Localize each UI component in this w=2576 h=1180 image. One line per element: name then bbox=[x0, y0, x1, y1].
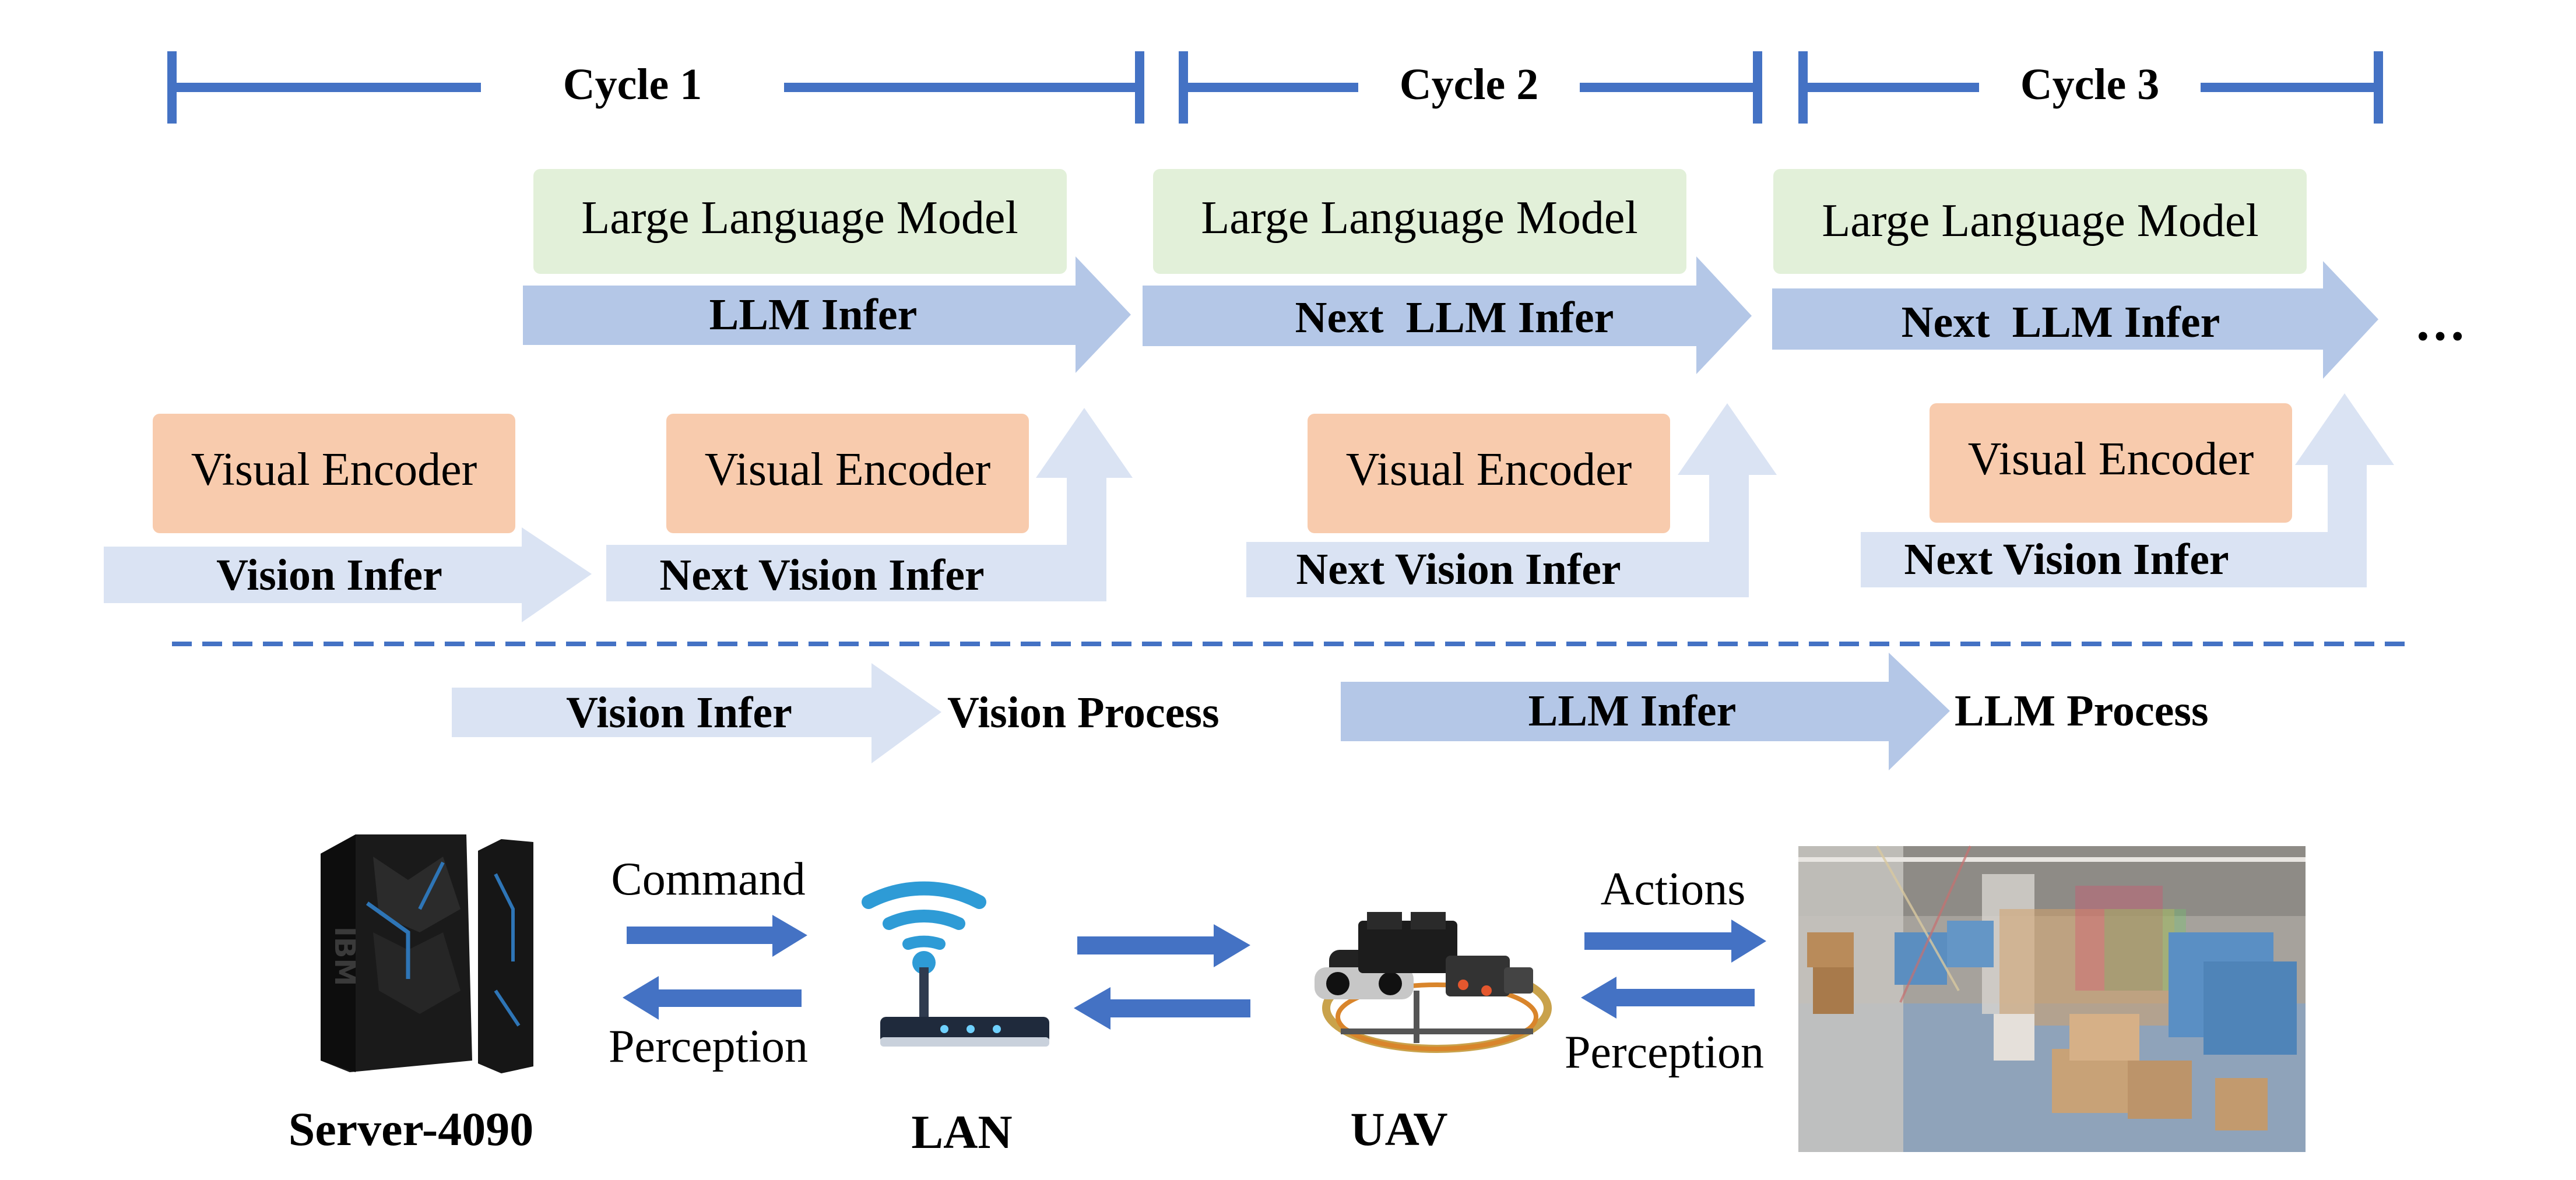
llm-box-3 bbox=[1773, 169, 2307, 274]
llm-box-3-label: Large Language Model bbox=[1822, 195, 2258, 246]
llm-row: Large Language Model Large Language Mode… bbox=[523, 169, 2468, 379]
cycle-1-bracket: Cycle 1 bbox=[167, 51, 1144, 124]
actions-label: Actions bbox=[1601, 864, 1746, 915]
legend-llm-process-label: LLM Process bbox=[1955, 686, 2209, 735]
lan-to-uav-arrow bbox=[1077, 924, 1250, 967]
llm-infer-arrow-3 bbox=[1772, 261, 2378, 379]
wifi-router-icon bbox=[862, 881, 1049, 1047]
perception-arrow-left bbox=[623, 976, 802, 1020]
next-vision-infer-arrow-1 bbox=[606, 408, 1133, 601]
cycle-timeline: Cycle 1 Cycle 2 Cycle 3 bbox=[167, 51, 2383, 124]
cycle-2-label: Cycle 2 bbox=[1400, 60, 1538, 109]
vision-row: Visual Encoder Visual Encoder Visual Enc… bbox=[104, 393, 2394, 622]
llm-infer-arrow-2 bbox=[1143, 256, 1752, 374]
perception-arrow-right bbox=[1581, 977, 1755, 1019]
vision-box-4-label: Visual Encoder bbox=[1968, 434, 2254, 485]
hardware-row: IBM Server-4090 Command Perception LAN bbox=[289, 834, 2306, 1158]
legend: Vision Infer Vision Process LLM Infer LL… bbox=[452, 653, 2209, 770]
command-arrow bbox=[627, 915, 807, 957]
ellipsis: ••• bbox=[2416, 317, 2468, 357]
vision-box-3 bbox=[1308, 414, 1670, 533]
legend-llm-infer-arrow bbox=[1341, 653, 1950, 770]
command-label: Command bbox=[611, 854, 805, 905]
uav-to-lan-arrow bbox=[1074, 987, 1250, 1030]
llm-box-2 bbox=[1153, 169, 1686, 274]
cycle-2-bracket: Cycle 2 bbox=[1179, 51, 1762, 124]
next-vision-infer-arrow-2 bbox=[1246, 403, 1777, 597]
llm-infer-arrow-3-label: Next LLM Infer bbox=[1902, 298, 2220, 347]
uav-label: UAV bbox=[1350, 1102, 1447, 1156]
legend-vision-infer-arrow bbox=[452, 663, 941, 763]
server-label: Server-4090 bbox=[289, 1102, 533, 1156]
llm-box-1-label: Large Language Model bbox=[581, 192, 1018, 244]
lan-label: LAN bbox=[911, 1105, 1012, 1158]
vision-infer-arrow-1 bbox=[104, 527, 592, 622]
next-vision-infer-arrow-3-label: Next Vision Infer bbox=[1904, 535, 2229, 584]
server-rack-text: IBM bbox=[328, 927, 361, 986]
perception-right-label: Perception bbox=[1565, 1027, 1764, 1078]
vision-box-4 bbox=[1930, 403, 2292, 523]
legend-vision-process-label: Vision Process bbox=[947, 688, 1220, 737]
vision-box-2-label: Visual Encoder bbox=[705, 444, 991, 495]
llm-box-1 bbox=[533, 169, 1067, 274]
cycle-3-label: Cycle 3 bbox=[2020, 60, 2159, 109]
llm-box-2-label: Large Language Model bbox=[1201, 192, 1637, 244]
server-rack-icon: IBM bbox=[321, 834, 533, 1073]
vision-box-3-label: Visual Encoder bbox=[1346, 444, 1632, 495]
next-vision-infer-arrow-1-label: Next Vision Infer bbox=[659, 551, 984, 600]
next-vision-infer-arrow-3 bbox=[1861, 393, 2394, 587]
cycle-3-bracket: Cycle 3 bbox=[1798, 51, 2383, 124]
actions-arrow bbox=[1584, 920, 1766, 963]
cycle-1-label: Cycle 1 bbox=[563, 60, 702, 109]
vision-box-2 bbox=[666, 414, 1029, 533]
llm-infer-arrow-1-label: LLM Infer bbox=[709, 290, 918, 339]
llm-infer-arrow-2-label: Next LLM Infer bbox=[1295, 293, 1614, 342]
vision-infer-arrow-1-label: Vision Infer bbox=[216, 551, 442, 600]
legend-llm-infer-label: LLM Infer bbox=[1528, 686, 1737, 735]
vision-box-1 bbox=[153, 414, 515, 533]
perception-left-label: Perception bbox=[609, 1021, 808, 1072]
drone-icon bbox=[1315, 912, 1552, 1053]
llm-infer-arrow-1 bbox=[523, 256, 1131, 373]
vision-box-1-label: Visual Encoder bbox=[191, 444, 477, 495]
legend-vision-infer-label: Vision Infer bbox=[566, 688, 792, 737]
indoor-arena-photo bbox=[1798, 846, 2306, 1152]
next-vision-infer-arrow-2-label: Next Vision Infer bbox=[1296, 545, 1621, 594]
